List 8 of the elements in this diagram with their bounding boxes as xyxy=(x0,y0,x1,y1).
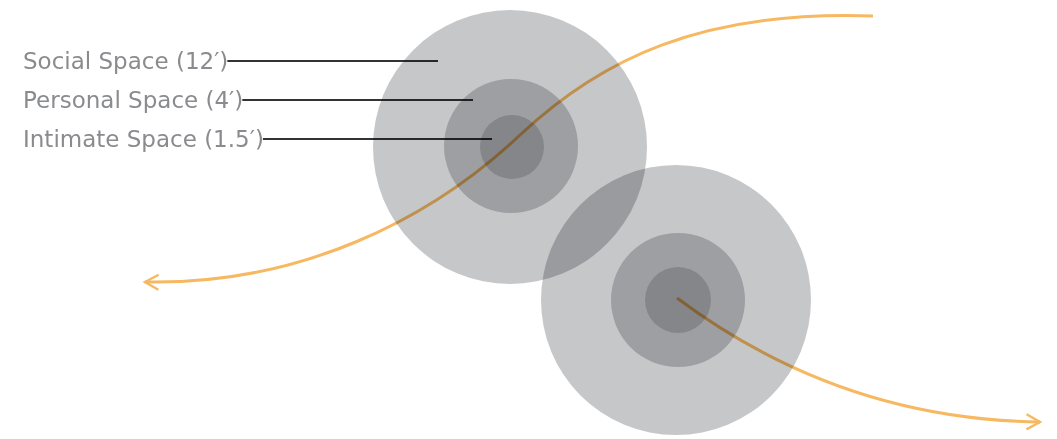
space-label: Intimate Space (1.5′) xyxy=(23,125,264,153)
space-label: Personal Space (4′) xyxy=(23,86,244,114)
space-label: Social Space (12′) xyxy=(23,47,229,75)
leader-line xyxy=(241,99,474,101)
leader-line xyxy=(261,138,493,140)
path-arrow xyxy=(676,296,1042,431)
leader-line xyxy=(226,60,439,62)
zone-circle xyxy=(480,115,544,179)
